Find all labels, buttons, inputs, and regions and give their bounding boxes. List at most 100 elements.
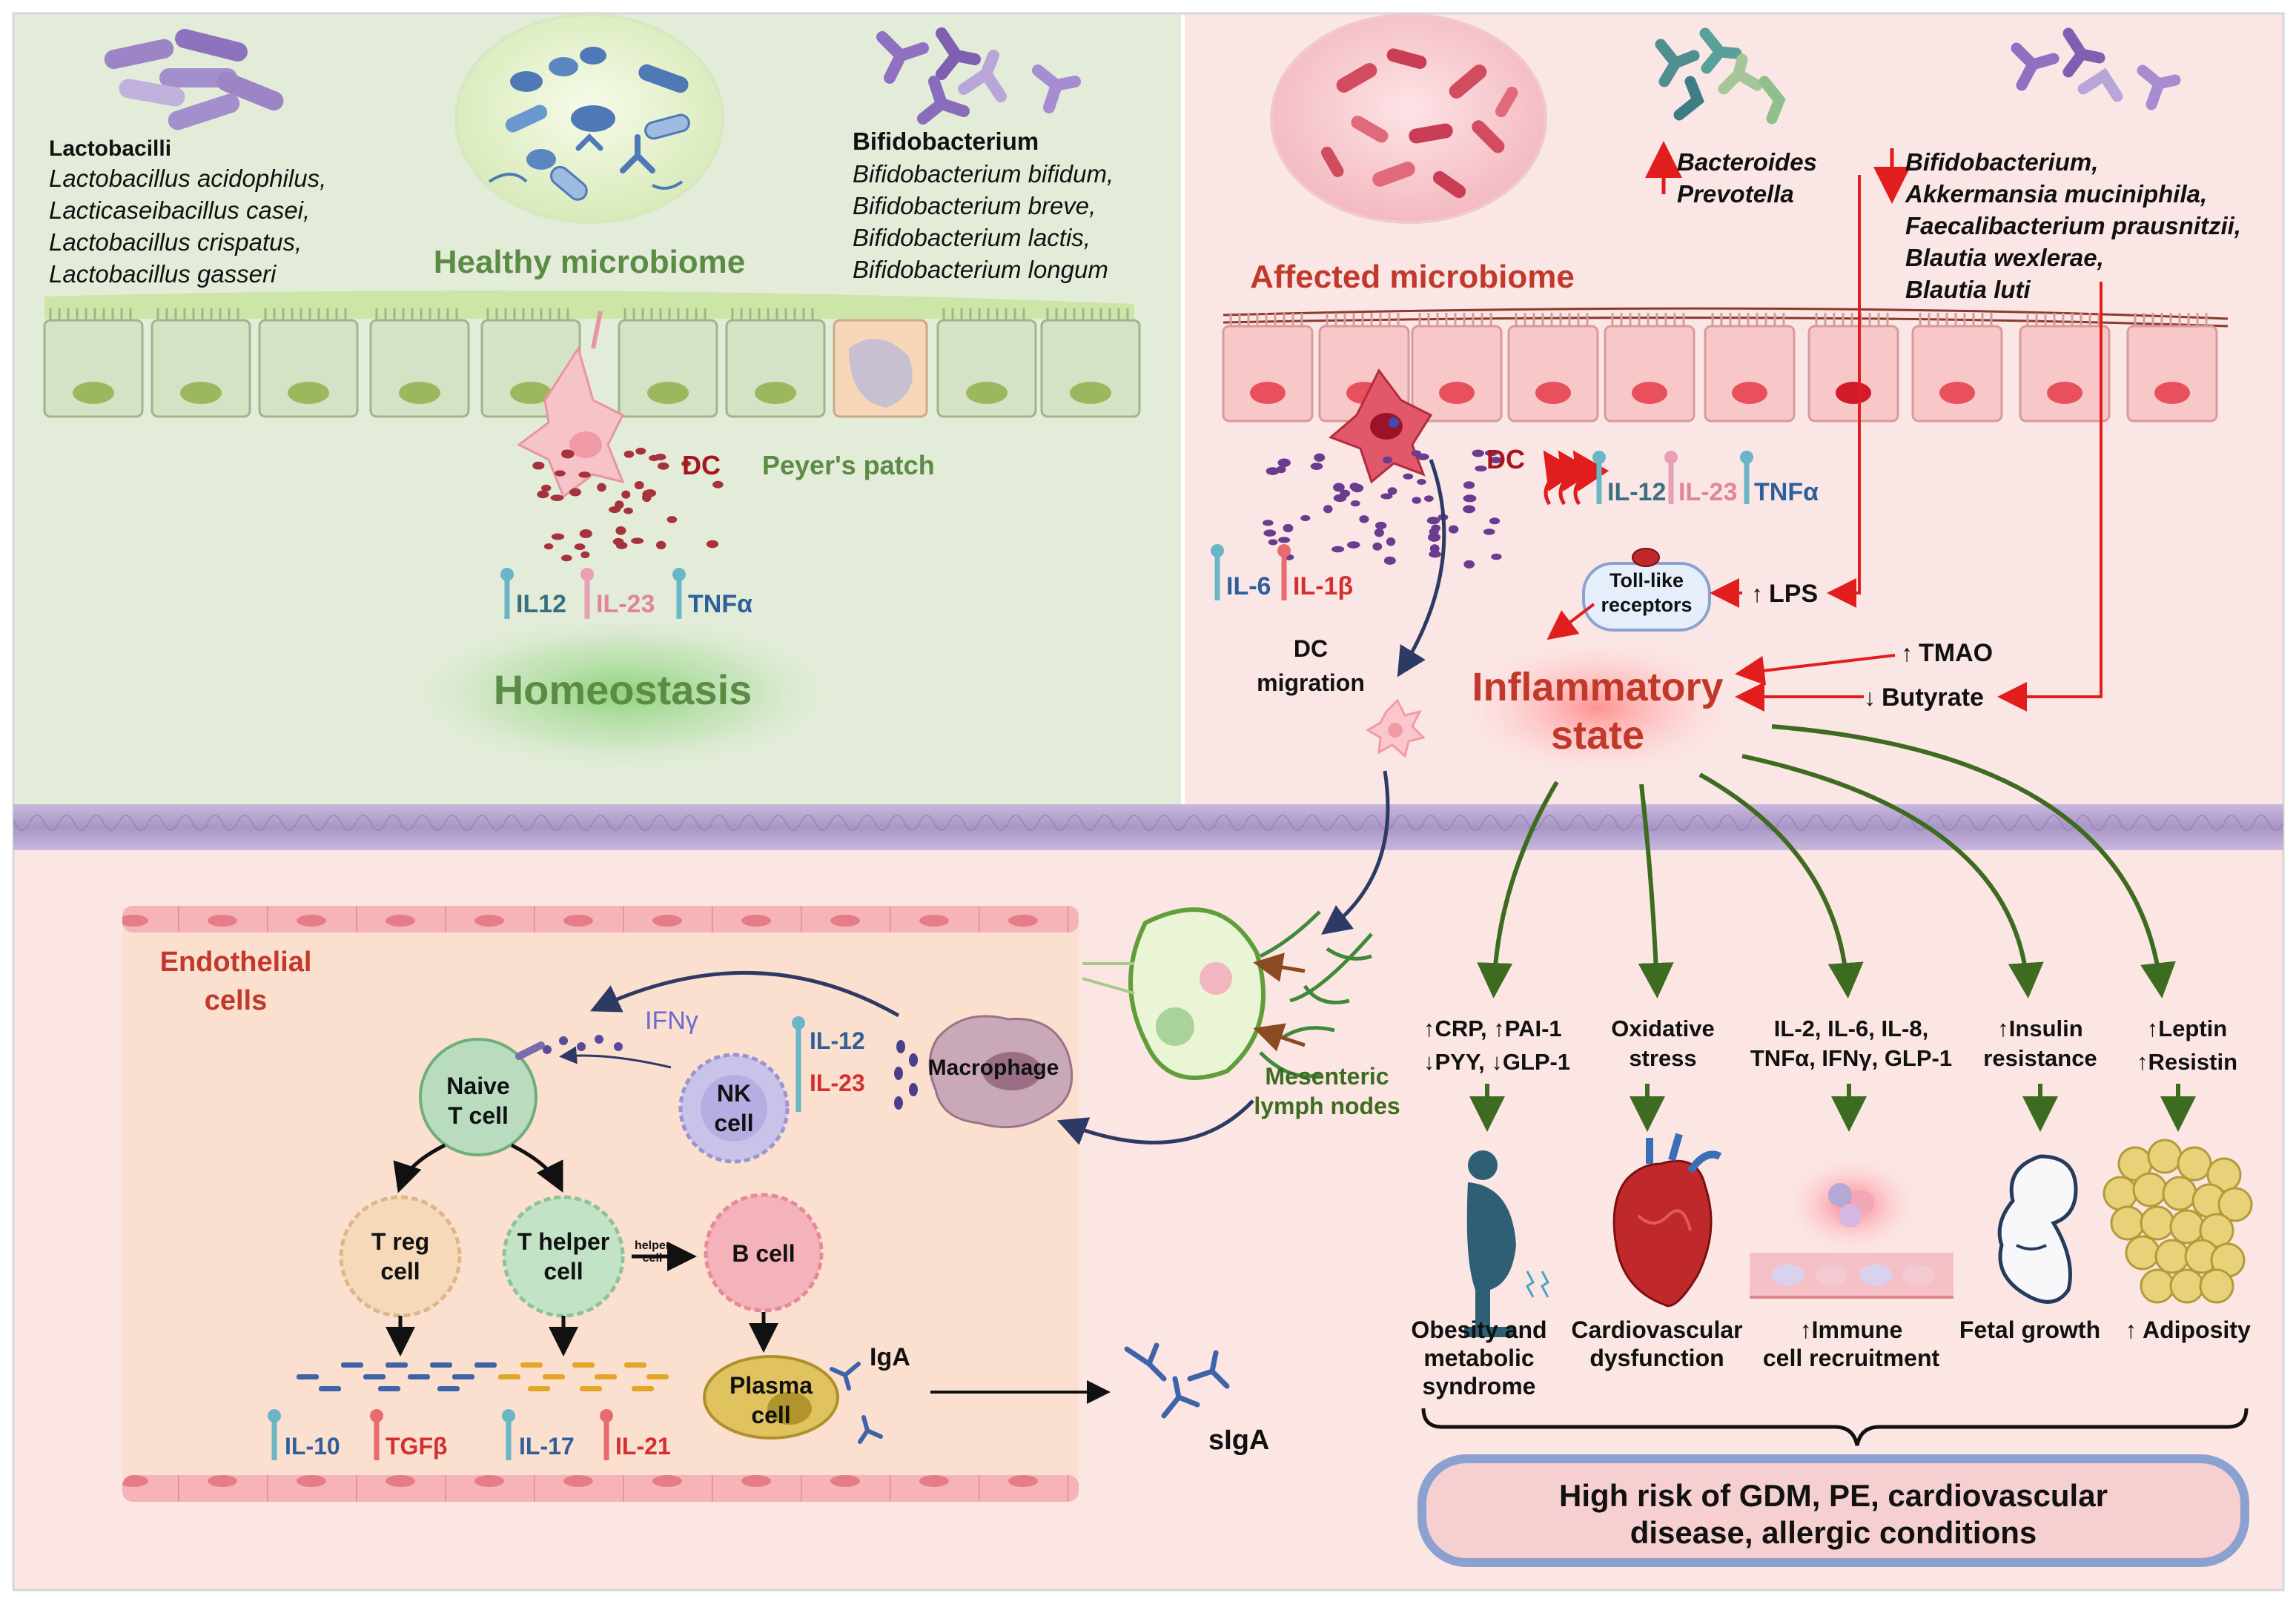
epithelial-cell bbox=[1411, 325, 1503, 423]
particle bbox=[658, 462, 669, 470]
outcome5-label: ↑ Adiposity bbox=[2125, 1316, 2251, 1343]
il10-receptor-icon bbox=[268, 1409, 281, 1460]
epithelial-nucleus bbox=[288, 382, 329, 404]
treg-line2: cell bbox=[380, 1258, 420, 1285]
cytokine-dash bbox=[319, 1386, 341, 1391]
particle bbox=[712, 480, 724, 488]
ifng-dots-icon bbox=[543, 1035, 623, 1054]
particle bbox=[1350, 500, 1360, 507]
ifng-label: IFNγ bbox=[645, 1007, 698, 1035]
tlr-label-line1: Toll-like bbox=[1609, 569, 1684, 592]
adipocyte bbox=[2169, 1209, 2205, 1245]
bcell-icon bbox=[704, 1193, 824, 1313]
lps-label: LPS bbox=[1769, 580, 1818, 608]
particle bbox=[550, 494, 564, 502]
arrow-nk-to-naive bbox=[559, 1046, 672, 1069]
epithelial-cell bbox=[618, 319, 718, 418]
outcome2-line1: Cardiovascular bbox=[1571, 1316, 1742, 1343]
il21-receptor-icon bbox=[600, 1409, 613, 1460]
epithelial-cell bbox=[1222, 325, 1314, 423]
arrow-species-to-butyrate bbox=[1997, 282, 2103, 712]
lps-up-arrow-icon: ↑ bbox=[1751, 580, 1763, 607]
outcome4-label: Fetal growth bbox=[1959, 1316, 2100, 1343]
effect-col5-line1: ↑Leptin bbox=[2147, 1016, 2228, 1041]
epithelial-cell bbox=[936, 319, 1037, 418]
adipocyte bbox=[2199, 1268, 2234, 1304]
healthy-il12-receptor-icon bbox=[500, 568, 514, 619]
particle bbox=[540, 484, 552, 491]
outcome1-line2: metabolic bbox=[1423, 1345, 1534, 1371]
butyrate-label: Butyrate bbox=[1882, 683, 1984, 712]
particle bbox=[1463, 505, 1476, 514]
particle bbox=[1359, 515, 1369, 523]
epithelial-nucleus bbox=[1535, 382, 1571, 404]
particle bbox=[1333, 483, 1345, 492]
particle bbox=[1383, 456, 1392, 464]
treg-line1: T reg bbox=[371, 1228, 429, 1255]
cytokine-dash bbox=[378, 1386, 400, 1391]
risk-line2: disease, allergic conditions bbox=[1630, 1515, 2037, 1550]
il1b-label: IL-1β bbox=[1293, 572, 1353, 600]
particle bbox=[597, 483, 606, 492]
particle bbox=[1429, 544, 1440, 553]
arrow-lymph-to-macrophage bbox=[1056, 1099, 1254, 1145]
epithelial-nucleus bbox=[1732, 382, 1767, 404]
arrow-dc-migration bbox=[1397, 459, 1446, 678]
particle bbox=[1268, 539, 1278, 546]
inflammatory-line1: Inflammatory bbox=[1472, 665, 1723, 709]
bifidobacterium-icon bbox=[876, 27, 1081, 125]
adipocyte bbox=[2177, 1146, 2212, 1182]
adipocyte bbox=[2217, 1187, 2253, 1222]
particle bbox=[634, 481, 644, 490]
effect-col1-row1: ↑CRP, ↑PAI-1 bbox=[1423, 1016, 1562, 1041]
particle bbox=[1278, 537, 1291, 543]
particle bbox=[1424, 495, 1434, 503]
epithelial-nucleus bbox=[510, 382, 552, 404]
particle bbox=[1412, 497, 1422, 504]
il21-label: IL-21 bbox=[615, 1433, 671, 1460]
epithelial-cell bbox=[2019, 325, 2111, 423]
effect-col4-line2: resistance bbox=[1983, 1045, 2097, 1071]
epithelial-cell bbox=[258, 319, 359, 418]
particle bbox=[1374, 521, 1387, 529]
particle bbox=[1426, 517, 1440, 525]
epithelial-nucleus bbox=[1439, 382, 1475, 404]
il17-label: IL-17 bbox=[519, 1433, 575, 1460]
effect-col2-line1: Oxidative bbox=[1611, 1016, 1715, 1041]
outcome1-line1: Obesity and bbox=[1411, 1316, 1546, 1343]
effect-down-arrows bbox=[1469, 1084, 2196, 1132]
lactobacilli-species-4: Lactobacillus gasseri bbox=[49, 260, 277, 288]
particle bbox=[555, 470, 566, 477]
epithelial-cell bbox=[1704, 325, 1796, 423]
epithelial-cell bbox=[2126, 325, 2218, 423]
adipocyte bbox=[2103, 1176, 2138, 1211]
treg-cell-icon bbox=[339, 1195, 462, 1318]
affected-microbiome-circle bbox=[1270, 13, 1547, 224]
particle bbox=[1386, 537, 1396, 546]
particle bbox=[1283, 523, 1294, 533]
homeostasis-glow bbox=[400, 612, 845, 775]
cytokine-dash bbox=[624, 1362, 646, 1368]
summary-brace bbox=[1421, 1408, 2249, 1446]
cytokine-dash bbox=[520, 1362, 543, 1368]
adipocyte bbox=[2110, 1205, 2146, 1241]
lactobacilli-species-2: Lacticaseibacillus casei, bbox=[49, 196, 310, 224]
siga-label: sIgA bbox=[1208, 1425, 1269, 1456]
healthy-microbiome-title: Healthy microbiome bbox=[434, 244, 746, 280]
particle bbox=[649, 454, 660, 462]
epithelial-nucleus bbox=[1070, 382, 1111, 404]
nk-cell-line2: cell bbox=[714, 1110, 753, 1136]
treg-cytokines-icon bbox=[297, 1362, 497, 1391]
particle bbox=[608, 506, 621, 514]
effect-col2-line2: stress bbox=[1629, 1045, 1696, 1071]
particle bbox=[615, 541, 628, 549]
plasma-cell-icon bbox=[703, 1355, 839, 1440]
healthy-tnfa-label: TNFα bbox=[688, 590, 752, 618]
epithelial-nucleus bbox=[73, 382, 114, 404]
effect-col5-line2: ↑Resistin bbox=[2137, 1049, 2237, 1075]
epithelial-nucleus bbox=[2047, 382, 2082, 404]
immune-recruitment-icon bbox=[1750, 1156, 1953, 1299]
heat-waves-icon bbox=[1543, 450, 1609, 506]
arrow-vessel-to-lymph-1 bbox=[1253, 953, 1306, 982]
particle bbox=[1374, 528, 1384, 537]
